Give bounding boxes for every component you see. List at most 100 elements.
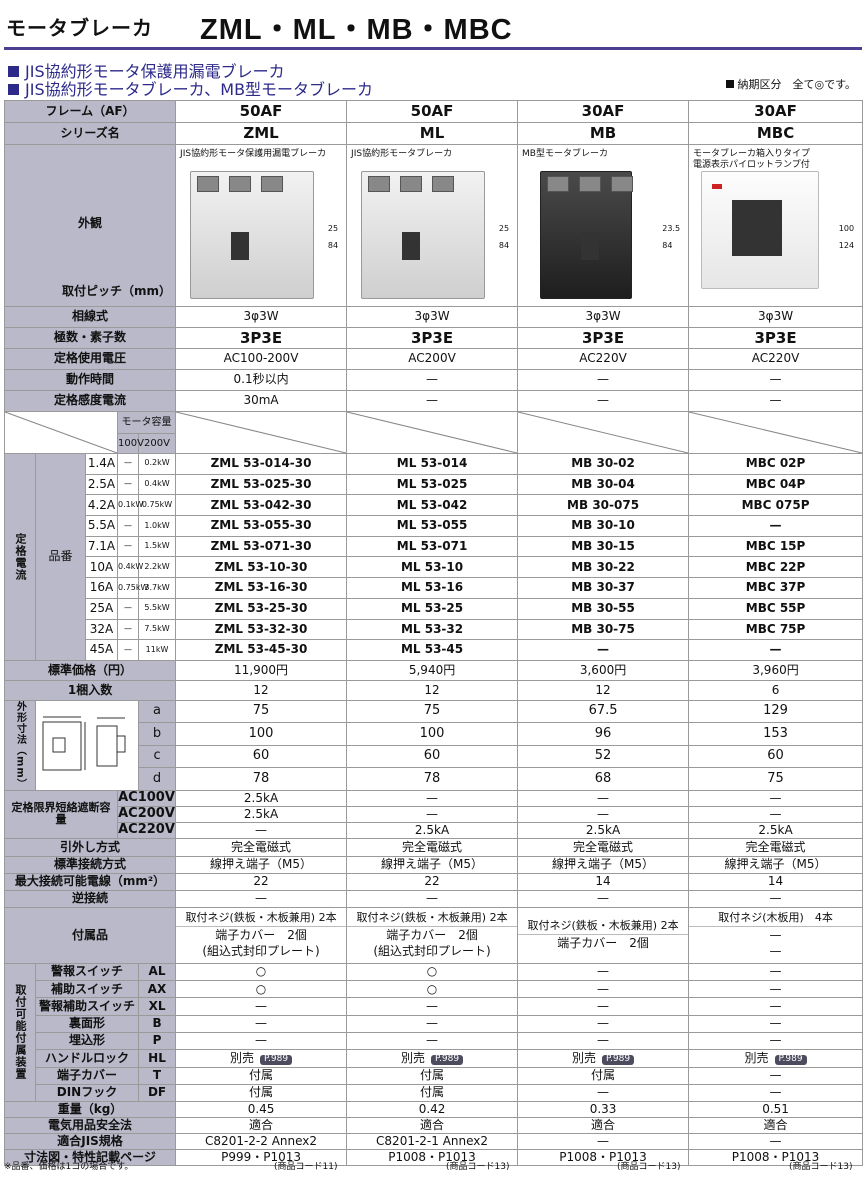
dim-label-a: a (137, 699, 177, 724)
amp-cell: 25A (85, 597, 118, 620)
option-code: DF (137, 1083, 177, 1103)
jis-value: C8201-2-2 Annex2 (175, 1133, 348, 1151)
model-number-cell: — (688, 639, 864, 661)
amp-cell: 32A (85, 618, 118, 641)
dim-value-d: 78 (346, 767, 519, 791)
frame-value: 30AF (688, 100, 864, 123)
op-time-header: 動作時間 (3, 369, 177, 391)
option-code: B (137, 1014, 177, 1033)
diagonal-line (5, 412, 117, 453)
amp-cell: 5.5A (85, 515, 118, 537)
diagonal-line (518, 412, 688, 453)
option-value: — (517, 1014, 690, 1033)
sensitivity-value: 30mA (175, 390, 348, 412)
option-value: — (517, 997, 690, 1016)
price-value: 3,600円 (517, 659, 690, 681)
breaking-voltage-ac220: AC220V (116, 821, 177, 839)
table-row: 引外し方式完全電磁式完全電磁式完全電磁式完全電磁式 (3, 837, 864, 857)
model-number-cell: MBC 75P (688, 618, 864, 641)
motor-200v-cell: 3.7kW (137, 577, 177, 599)
motor-100v-cell: — (117, 639, 139, 661)
motor-200v-cell: 1.5kW (137, 535, 177, 558)
option-code: T (137, 1066, 177, 1085)
series-value: ML (346, 122, 519, 145)
amp-cell: 45A (85, 639, 118, 661)
weight-value: 0.33 (517, 1101, 690, 1119)
option-value: — (688, 980, 864, 999)
voltage-value: AC100-200V (175, 348, 348, 370)
breaking-voltage-ac200: AC200V (116, 805, 177, 823)
motor-200v-cell: 0.4kW (137, 473, 177, 496)
voltage-value: AC200V (346, 348, 519, 370)
model-number-cell: MB 30-15 (517, 535, 690, 558)
breaker-box-image (701, 171, 820, 289)
model-number-cell: ZML 53-32-30 (175, 618, 348, 641)
series-value: MB (517, 122, 690, 145)
product-code-mb: (商品コード13) (617, 1162, 681, 1172)
breaking-value: — (688, 805, 864, 823)
dim-value-a: 67.5 (517, 699, 690, 724)
poles-header: 極数・素子数 (3, 327, 177, 349)
dim-value-c: 60 (346, 744, 519, 769)
accessories-cell: 取付ネジ(鉄板・木板兼用) 2本端子カバー 2個(組込式封印プレート) (346, 906, 519, 964)
option-name: 警報補助スイッチ (35, 997, 139, 1016)
diagonal-header-cell (4, 411, 118, 454)
amp-cell: 2.5A (85, 473, 118, 496)
frame-header: フレーム（AF） (3, 100, 177, 123)
option-value: — (688, 997, 864, 1016)
option-value: ○ (346, 980, 519, 999)
option-value: 付属 (346, 1066, 519, 1085)
product-code-mbc: (商品コード13) (789, 1162, 853, 1172)
motor-200v-cell: 2.2kW (137, 556, 177, 579)
model-number-cell: MBC 075P (688, 494, 864, 517)
option-value: — (517, 962, 690, 982)
jis-value: — (688, 1133, 864, 1151)
subtitle-1: JIS協約形モータ保護用漏電ブレーカ (8, 58, 285, 82)
dim-value-a: 75 (346, 699, 519, 724)
dim-value-d: 78 (175, 767, 348, 791)
motor-200v-cell: 1.0kW (137, 515, 177, 537)
breaking-value: 2.5kA (175, 805, 348, 823)
model-number-cell: — (517, 639, 690, 661)
reverse-connection-value: — (175, 889, 348, 908)
motor-200v-cell: 0.2kW (137, 453, 177, 475)
page-ref-tag: P.989 (774, 1054, 807, 1065)
diagonal-line (347, 412, 517, 453)
amp-cell: 7.1A (85, 535, 118, 558)
model-number-cell: MB 30-75 (517, 618, 690, 641)
option-value: — (517, 1083, 690, 1103)
weight-value: 0.45 (175, 1101, 348, 1119)
page-title: モータブレーカ (6, 16, 153, 40)
dim-label-c: c (137, 744, 177, 769)
model-number-cell: ML 53-10 (346, 556, 519, 579)
motor-100v-cell: 0.75kW (117, 577, 148, 599)
model-number-cell: ZML 53-45-30 (175, 639, 348, 661)
price-value: 3,960円 (688, 659, 864, 681)
phase-value: 3φ3W (688, 306, 864, 328)
rated-current-header: 定格電流 (4, 453, 36, 661)
op-time-value: — (688, 369, 864, 391)
breaker-image (361, 171, 486, 299)
max-wire-value: 14 (517, 872, 690, 891)
option-code: P (137, 1031, 177, 1051)
option-value: 付属 (175, 1066, 348, 1085)
frame-value: 50AF (346, 100, 519, 123)
reverse-connection-value: — (517, 889, 690, 908)
model-number-cell: MB 30-10 (517, 515, 690, 537)
product-code-zml: (商品コード11) (274, 1162, 338, 1172)
model-number-cell: ML 53-042 (346, 494, 519, 517)
option-code: XL (137, 997, 177, 1016)
sensitivity-value: — (346, 390, 519, 412)
jis-header: 適合JIS規格 (3, 1133, 177, 1151)
motor-200v-cell: 7.5kW (137, 618, 177, 641)
